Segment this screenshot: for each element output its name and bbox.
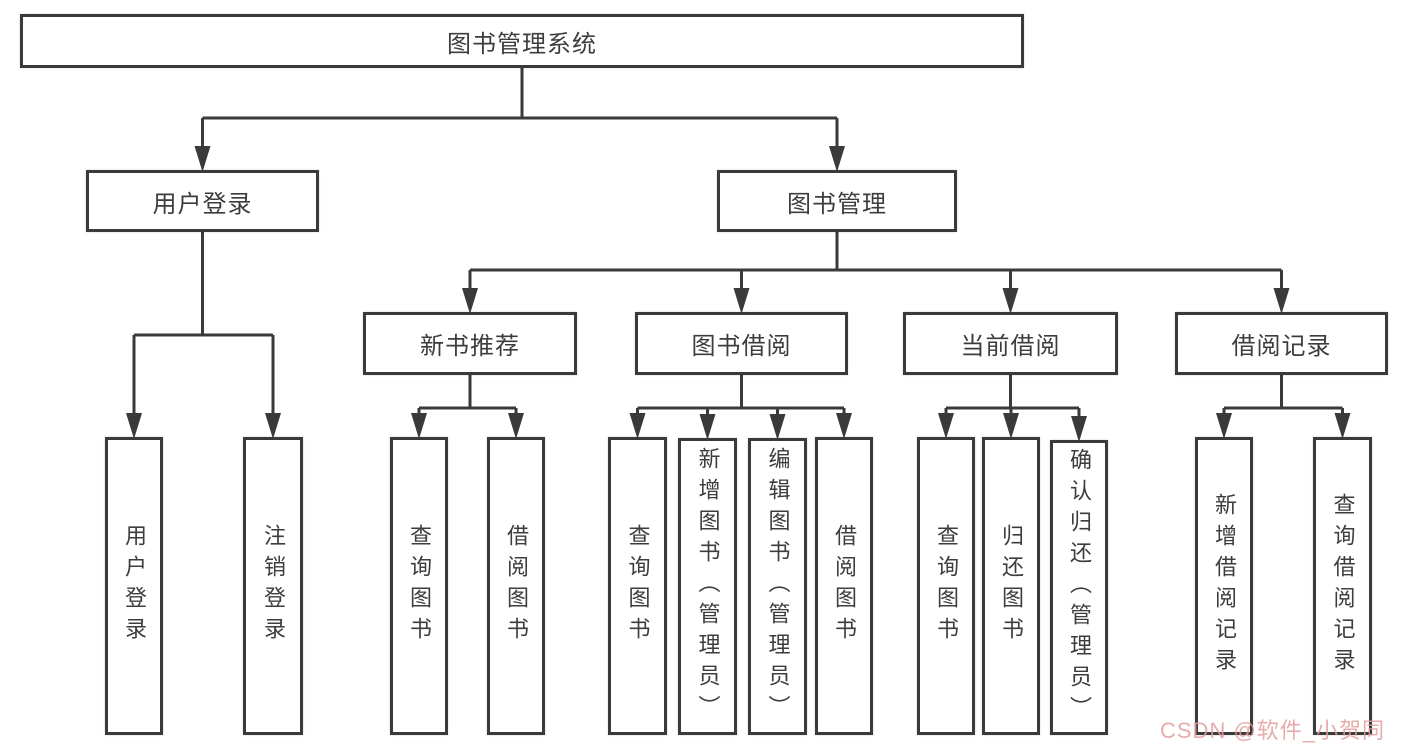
- arrowhead-icon: [829, 146, 845, 172]
- arrowhead-icon: [836, 413, 852, 439]
- node-nb-query: 查询图书: [390, 437, 448, 735]
- node-book-borrow: 图书借阅: [635, 312, 848, 375]
- arrowhead-icon: [126, 413, 142, 439]
- node-login: 用户登录: [105, 437, 163, 735]
- arrowhead-icon: [1003, 413, 1019, 439]
- node-logout: 注销登录: [243, 437, 303, 735]
- node-user-login: 用户登录: [86, 170, 319, 232]
- node-cb-query: 查询图书: [917, 437, 975, 735]
- arrowhead-icon: [1216, 413, 1232, 439]
- arrowhead-icon: [733, 288, 750, 314]
- arrowhead-icon: [1273, 288, 1290, 314]
- arrowhead-icon: [938, 413, 954, 439]
- arrowhead-icon: [1334, 413, 1351, 439]
- arrowhead-icon: [699, 414, 716, 440]
- arrowhead-icon: [508, 413, 524, 439]
- node-bb-borrow: 借阅图书: [815, 437, 873, 735]
- node-new-book: 新书推荐: [363, 312, 577, 375]
- node-bb-add: 新增图书（管理员）: [678, 438, 737, 735]
- node-bb-edit: 编辑图书（管理员）: [748, 438, 807, 735]
- node-br-add: 新增借阅记录: [1195, 437, 1253, 735]
- arrowhead-icon: [769, 414, 786, 440]
- arrowhead-icon: [629, 413, 646, 439]
- arrowhead-icon: [411, 413, 427, 439]
- node-current-borrow: 当前借阅: [903, 312, 1118, 375]
- node-cb-confirm: 确认归还（管理员）: [1050, 440, 1108, 735]
- node-borrow-records: 借阅记录: [1175, 312, 1388, 375]
- arrowhead-icon: [194, 146, 211, 172]
- node-book-manage: 图书管理: [717, 170, 957, 232]
- node-root: 图书管理系统: [20, 14, 1024, 68]
- node-br-query: 查询借阅记录: [1313, 437, 1372, 735]
- arrowhead-icon: [265, 413, 281, 439]
- node-cb-return: 归还图书: [982, 437, 1040, 735]
- arrowhead-icon: [462, 288, 478, 314]
- node-bb-query: 查询图书: [608, 437, 667, 735]
- arrowhead-icon: [1002, 288, 1019, 314]
- arrowhead-icon: [1071, 416, 1087, 442]
- node-nb-borrow: 借阅图书: [487, 437, 545, 735]
